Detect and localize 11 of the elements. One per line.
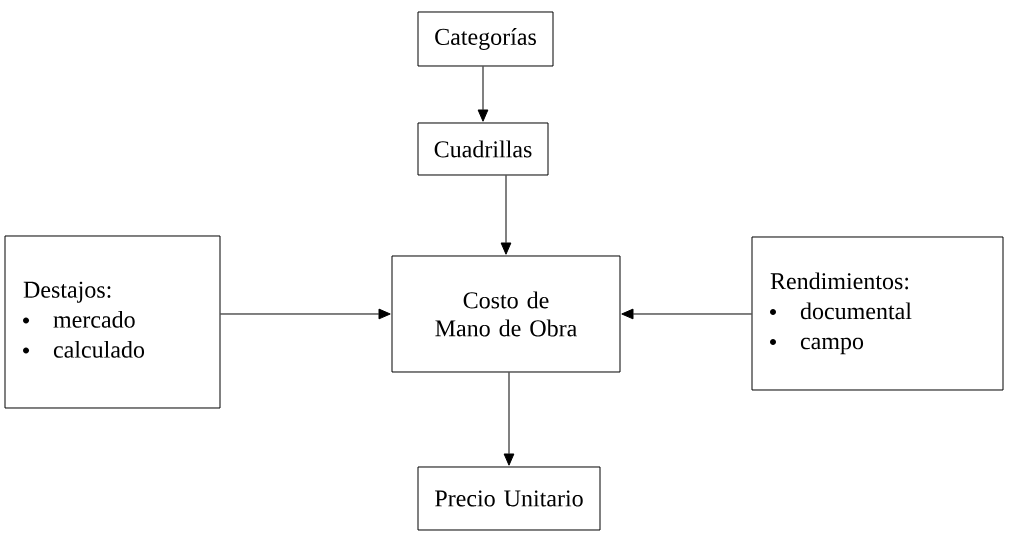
arrow [220,308,391,320]
process-box: Costo de Mano de Obra [391,255,621,373]
process-box: Cuadrillas [417,122,549,176]
list-box: Rendimientos: documental campo [751,236,1004,391]
process-box: Categorías [417,11,554,67]
arrow [503,372,515,466]
arrow [621,308,752,320]
arrow [477,66,489,122]
list-box: Destajos: mercado calculado [4,235,221,409]
arrow [500,175,512,255]
process-box: Precio Unitario [417,466,601,531]
